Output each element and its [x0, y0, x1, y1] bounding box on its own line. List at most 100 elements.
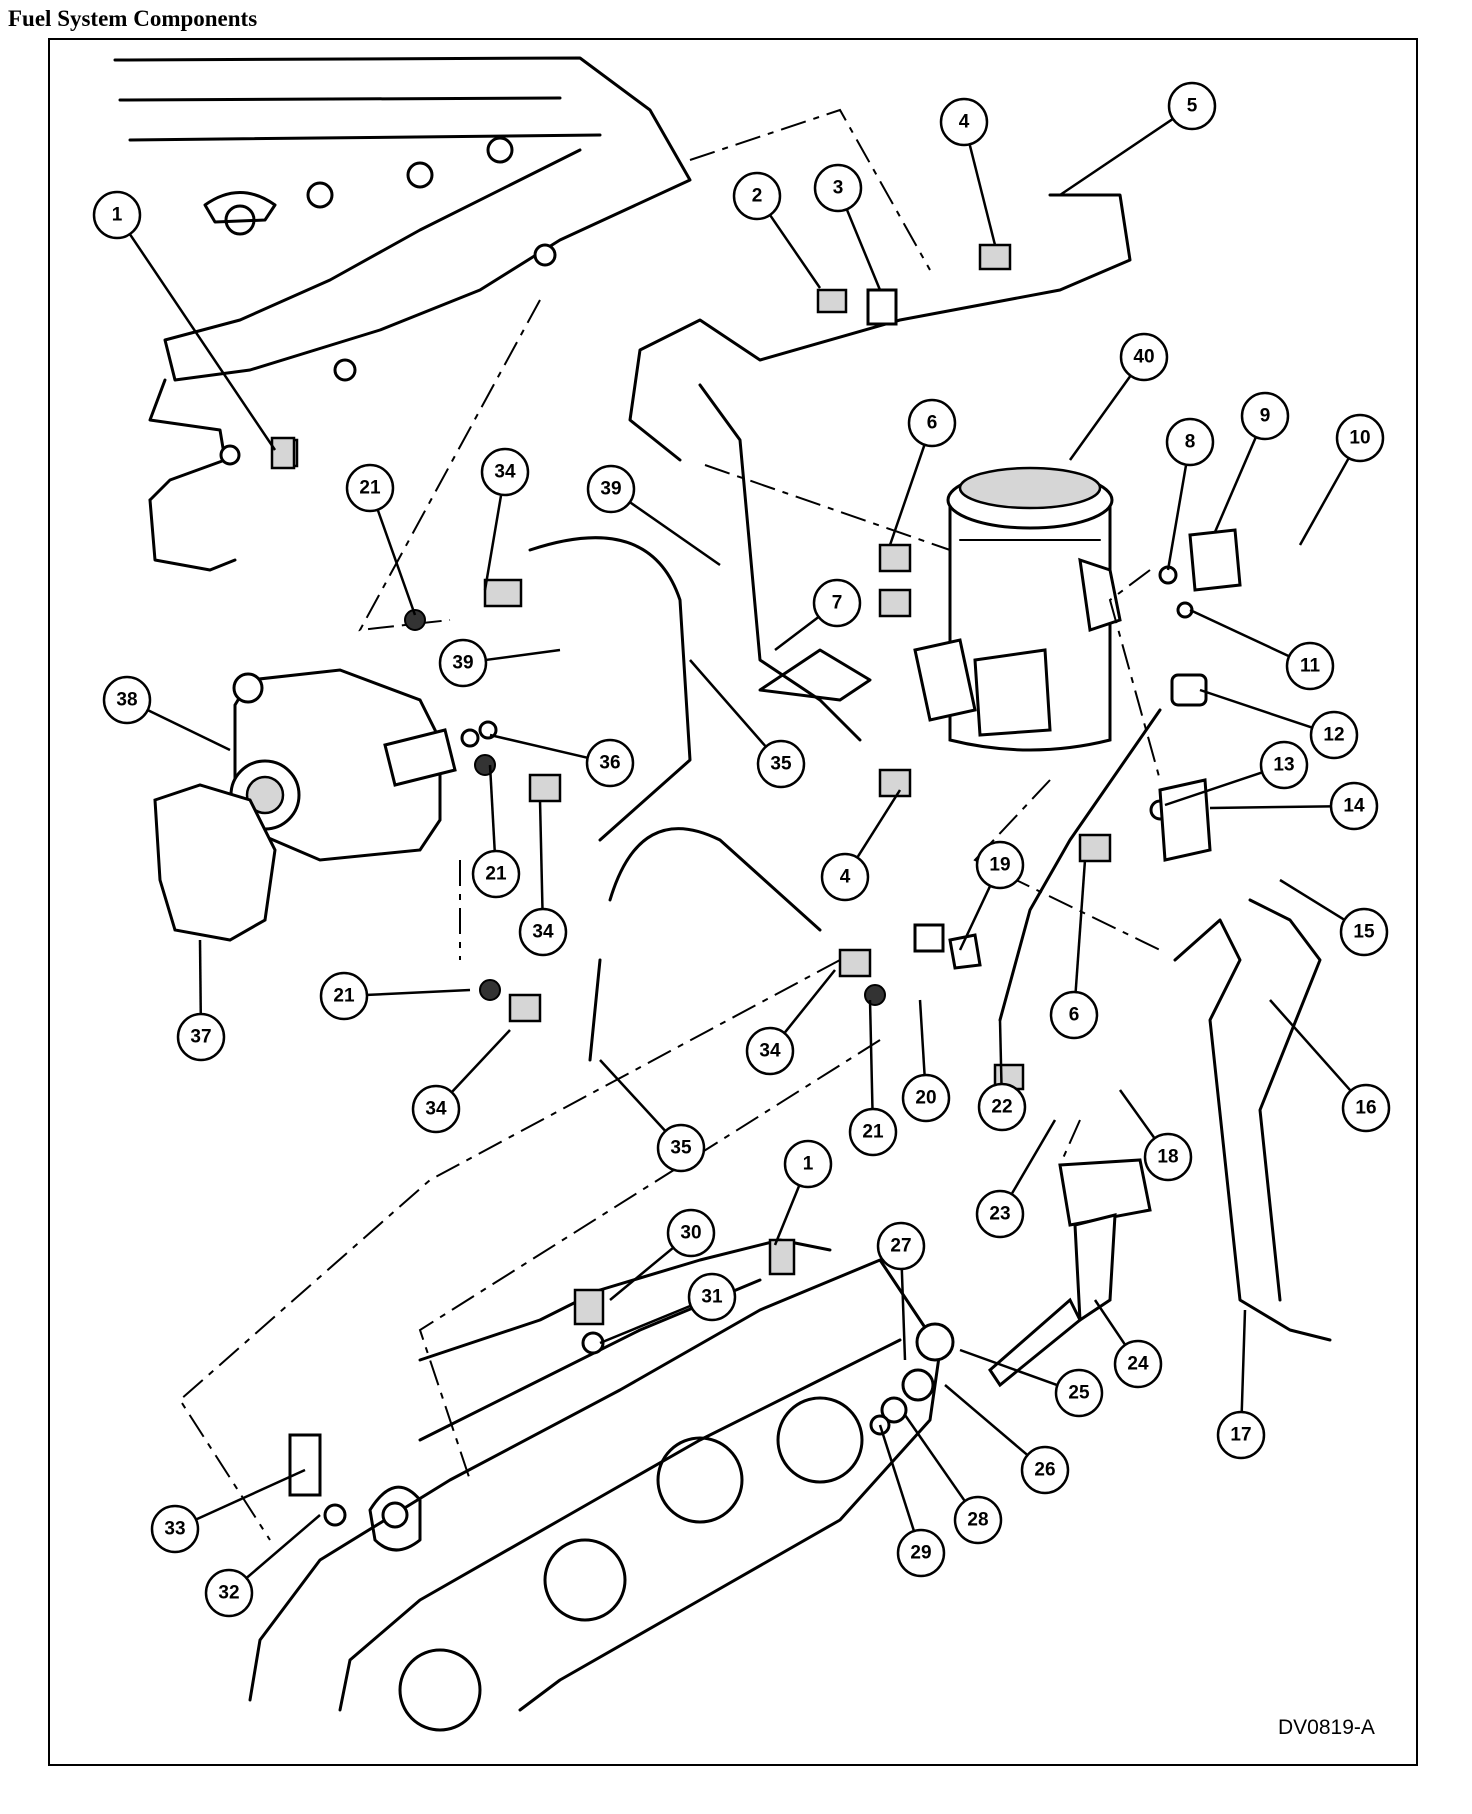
callout-bubble: [907, 398, 957, 448]
callout-bubble: [319, 971, 369, 1021]
callout-number-1: 1: [112, 205, 123, 226]
callout-leader-line: [599, 1304, 691, 1345]
callout-leader-line: [489, 733, 587, 759]
pump-gasket: [153, 783, 277, 942]
callout-bubble: [820, 852, 870, 902]
callout-number-27: 27: [890, 1236, 911, 1257]
callout-leader-line: [198, 939, 203, 1014]
callout-leader-line: [1166, 465, 1188, 571]
callout-bubble: [102, 675, 152, 725]
callout-number-39: 39: [452, 653, 473, 674]
callout-number-3: 3: [833, 178, 844, 199]
callout-bubble: [975, 840, 1025, 890]
callout-leader-line: [900, 1269, 907, 1361]
callout-bubble: [1309, 710, 1359, 760]
callout-number-9: 9: [1260, 406, 1271, 427]
callout-bubble: [585, 738, 635, 788]
callout-bubble: [848, 1107, 898, 1157]
callout-leader-line: [1164, 771, 1262, 807]
callout-bubble: [813, 163, 863, 213]
callout-number-8: 8: [1185, 432, 1196, 453]
callout-bubble: [783, 1139, 833, 1189]
callout-bubble: [975, 1189, 1025, 1239]
fittings-and-seals: [270, 243, 1242, 1527]
callout-bubble: [411, 1084, 461, 1134]
callout-number-35: 35: [670, 1138, 692, 1159]
callout-bubble: [745, 1026, 795, 1076]
callout-number-2: 2: [752, 186, 763, 207]
callout-leader-line: [129, 234, 277, 451]
callout-leader-line: [1240, 1309, 1247, 1412]
callout-leader-line: [451, 1029, 511, 1093]
callout-number-20: 20: [915, 1088, 936, 1109]
callout-leader-line: [944, 1384, 1028, 1456]
callout-bubble: [586, 464, 636, 514]
callout-number-28: 28: [967, 1510, 988, 1531]
callout-number-6: 6: [1069, 1005, 1080, 1026]
fuel-lines: [528, 193, 1332, 1342]
callout-leader-line: [903, 1414, 966, 1502]
callout-bubble: [1054, 1368, 1104, 1418]
callout-number-1: 1: [803, 1154, 814, 1175]
callout-leader-line: [1093, 1299, 1126, 1345]
callout-bubble: [438, 638, 488, 688]
callout-bubble: [656, 1123, 706, 1173]
callout-bubble: [666, 1208, 716, 1258]
callout-leader-line: [958, 886, 991, 951]
lower-cylinder-head: [248, 1238, 942, 1732]
callout-leader-line: [1074, 859, 1087, 992]
callout-leader-line: [1118, 1089, 1156, 1139]
callout-number-18: 18: [1157, 1147, 1178, 1168]
callout-bubble: [901, 1073, 951, 1123]
callout-leader-line: [1269, 999, 1351, 1091]
callout-number-12: 12: [1323, 725, 1344, 746]
callout-bubble: [92, 190, 142, 240]
callout-leader-line: [774, 616, 819, 651]
callout-leader-line: [246, 1514, 321, 1579]
upper-cylinder-head: [113, 56, 692, 572]
callout-number-13: 13: [1273, 755, 1294, 776]
callout-number-5: 5: [1187, 96, 1198, 117]
callout-bubble: [1165, 417, 1215, 467]
page-title: Fuel System Components: [8, 6, 258, 31]
callout-number-15: 15: [1353, 922, 1375, 943]
callout-number-21: 21: [862, 1122, 884, 1143]
callout-leader-line: [784, 969, 836, 1034]
callout-bubble: [176, 1012, 226, 1062]
callout-bubble: [1285, 641, 1335, 691]
callout-number-34: 34: [759, 1041, 781, 1062]
callout-number-6: 6: [927, 413, 938, 434]
callout-number-21: 21: [485, 864, 507, 885]
callout-bubble: [150, 1504, 200, 1554]
high-pressure-pump: [229, 668, 457, 862]
callout-leader-line: [538, 799, 544, 909]
callout-leader-line: [689, 659, 767, 747]
callout-bubble: [518, 907, 568, 957]
callout-number-7: 7: [832, 593, 843, 614]
callout-leader-line: [1199, 688, 1312, 729]
callout-number-22: 22: [991, 1097, 1012, 1118]
callout-number-17: 17: [1230, 1425, 1251, 1446]
diagram-frame: [48, 38, 1418, 1766]
callout-leader-line: [609, 1247, 674, 1301]
callout-number-39: 39: [600, 479, 621, 500]
callout-leader-line: [998, 1019, 1003, 1084]
callout-bubble: [480, 447, 530, 497]
callout-number-19: 19: [989, 855, 1010, 876]
callout-bubble: [1335, 413, 1385, 463]
callout-number-11: 11: [1300, 656, 1321, 677]
callout-leader-line: [856, 789, 902, 858]
callout-leader-line: [486, 648, 561, 662]
callout-number-21: 21: [359, 478, 381, 499]
callout-number-32: 32: [218, 1583, 239, 1604]
callout-number-24: 24: [1127, 1354, 1149, 1375]
callout-number-23: 23: [989, 1204, 1010, 1225]
callout-leader-line: [367, 988, 471, 997]
callout-leader-line: [1298, 458, 1350, 546]
callout-leader-line: [488, 764, 496, 851]
callout-number-35: 35: [770, 754, 792, 775]
callout-bubble: [1259, 740, 1309, 790]
callout-leader-line: [1209, 805, 1331, 810]
callout-number-26: 26: [1034, 1460, 1055, 1481]
fuel-filter-housing: [913, 466, 1122, 752]
